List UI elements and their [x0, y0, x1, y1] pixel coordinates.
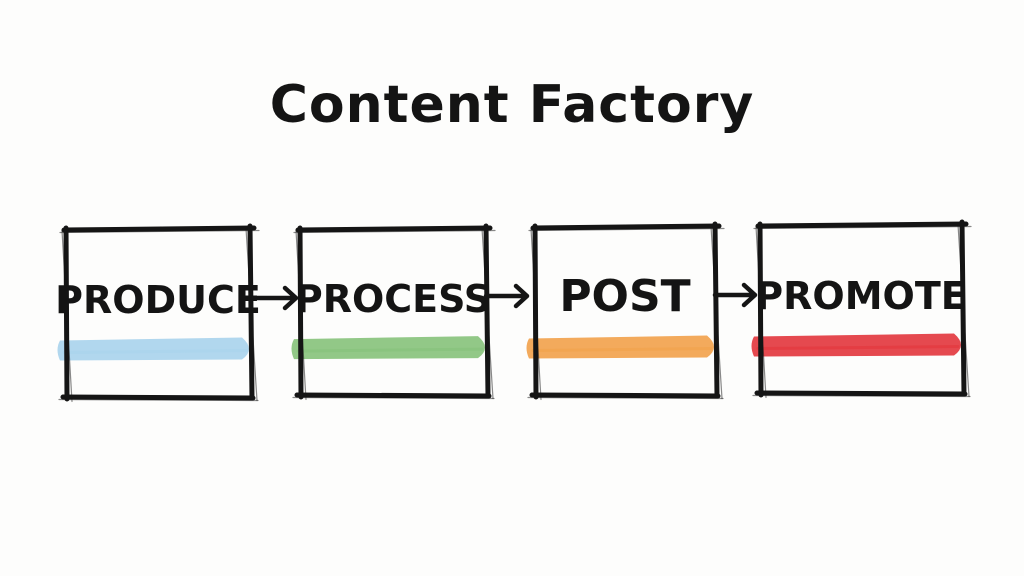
arrows-layer — [251, 282, 758, 311]
box-top-edge-texture — [528, 227, 725, 232]
box-right-edge-texture — [710, 225, 723, 400]
box-right-edge-texture — [957, 223, 970, 398]
arrow-right-icon — [483, 283, 530, 309]
diagram-title: Content Factory — [270, 75, 755, 135]
box-bottom-edge — [754, 390, 968, 397]
step-box-process: PROCESS — [291, 223, 496, 401]
box-top-edge — [61, 225, 257, 233]
box-bottom-edge-texture — [292, 396, 495, 400]
step-label-promote: PROMOTE — [755, 274, 966, 318]
box-top-edge — [530, 223, 722, 231]
box-left-edge-texture — [530, 227, 542, 401]
box-top-edge-texture — [293, 229, 496, 234]
box-top-edge-texture — [753, 225, 972, 230]
box-bottom-edge-texture — [58, 398, 259, 402]
underline-brush-streak — [296, 347, 484, 353]
underline-brush-post — [526, 335, 714, 359]
step-box-post: POST — [526, 221, 725, 401]
box-left-edge-texture — [295, 229, 307, 401]
box-left-edge-texture — [61, 229, 73, 403]
box-bottom-edge — [60, 394, 256, 401]
arrow-right-icon — [712, 282, 758, 308]
box-right-edge-texture — [245, 227, 258, 402]
step-label-post: POST — [559, 271, 690, 322]
underline-brush-promote — [751, 333, 961, 357]
steps-layer: PRODUCE PROCESS POST PROMOTE — [55, 219, 972, 403]
step-box-produce: PRODUCE — [55, 223, 261, 403]
box-bottom-edge-texture — [527, 396, 724, 400]
box-bottom-edge — [294, 392, 492, 399]
box-bottom-edge — [529, 392, 721, 399]
underline-brush-streak — [62, 349, 248, 355]
box-top-edge — [295, 225, 493, 233]
underline-brush-produce — [57, 337, 249, 361]
underline-brush-streak — [531, 347, 713, 353]
underline-brush-process — [291, 336, 485, 360]
box-left-edge-texture — [755, 225, 767, 399]
box-top-edge — [755, 221, 969, 229]
box-bottom-edge-texture — [752, 394, 971, 398]
step-label-produce: PRODUCE — [55, 278, 261, 322]
box-right-edge-texture — [481, 227, 494, 400]
box-top-edge-texture — [59, 229, 260, 234]
step-label-process: PROCESS — [295, 277, 491, 321]
arrow-right-icon — [251, 285, 299, 311]
underline-brush-streak — [756, 345, 960, 351]
step-box-promote: PROMOTE — [751, 219, 972, 399]
